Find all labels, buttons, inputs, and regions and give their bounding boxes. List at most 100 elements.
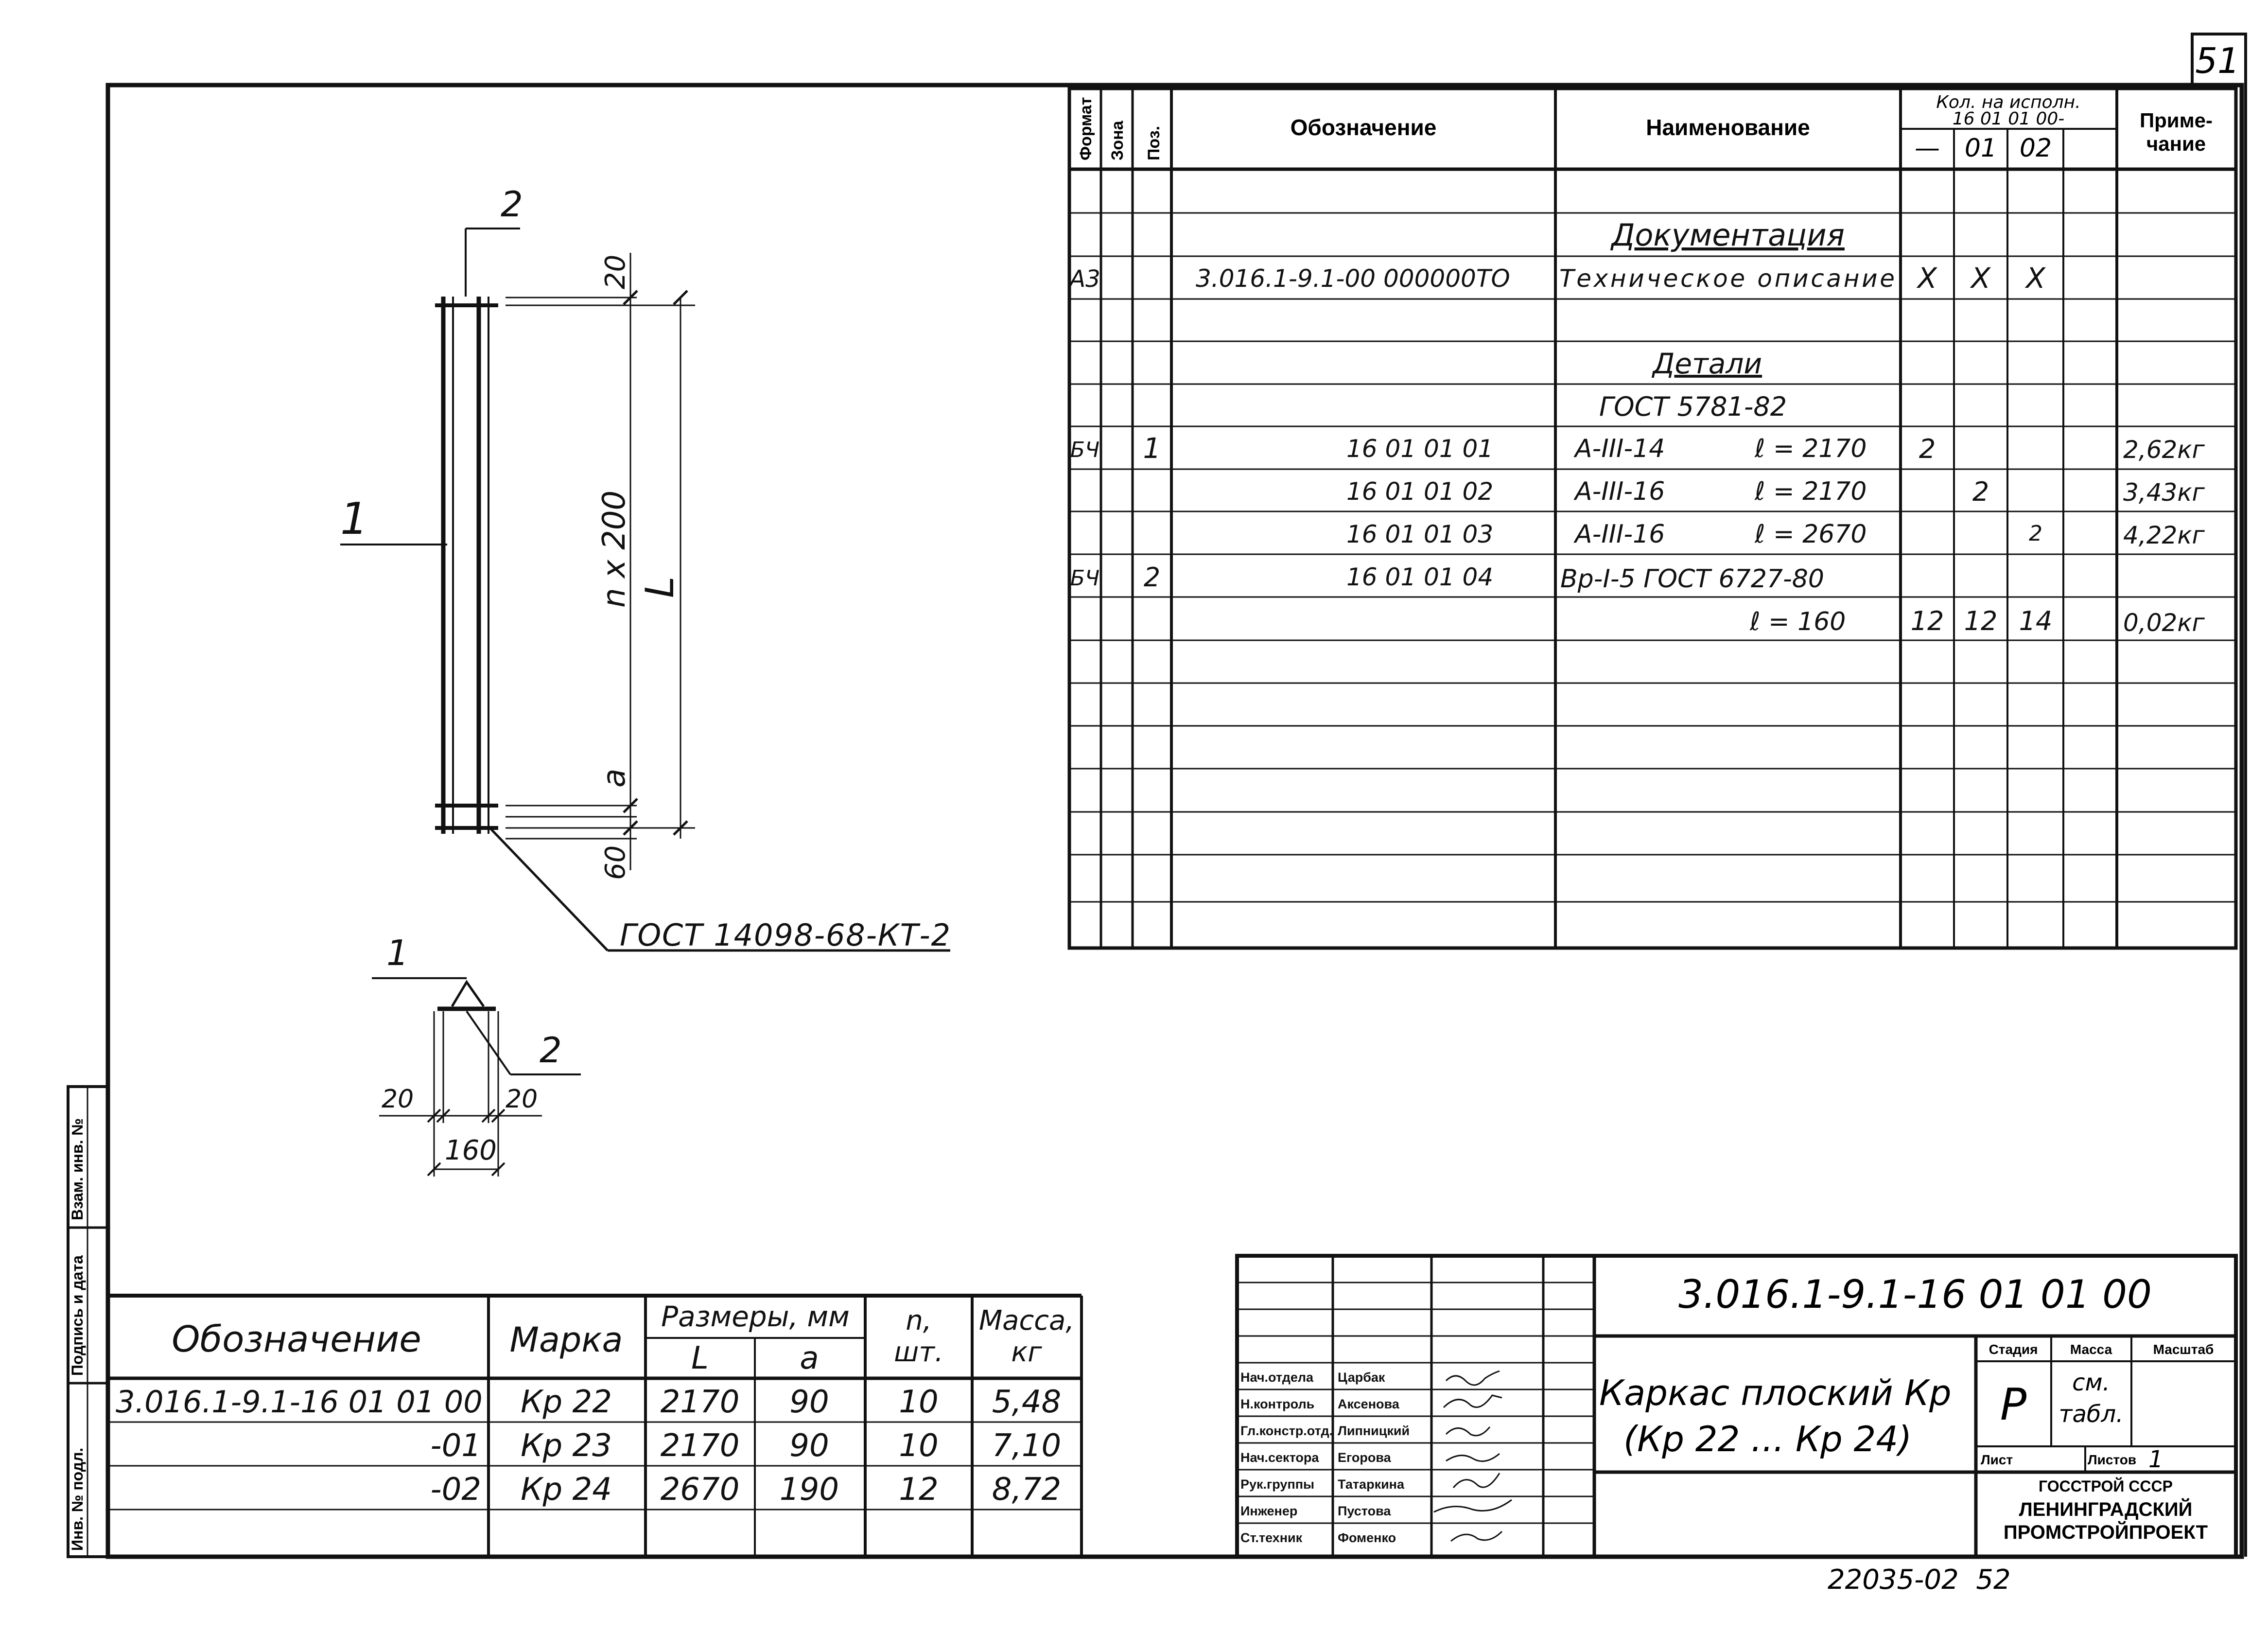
tb-sheets-header: Листов	[2088, 1452, 2136, 1467]
title-block	[1235, 1254, 2238, 1559]
spec-header-name: Наименование	[1646, 115, 1810, 140]
marks-r1-designation: -01	[430, 1428, 481, 1464]
spec-qty-col-1: 01	[1965, 134, 1997, 163]
marks-r1-mark: Кр 23	[521, 1428, 612, 1464]
tb-name-4: Татаркина	[1338, 1477, 1405, 1492]
marks-r2-a: 190	[780, 1472, 839, 1508]
row4-format: БЧ	[1070, 566, 1099, 591]
spec-header-qty: Кол. на исполн.	[1936, 92, 2080, 112]
marks-h-a: a	[800, 1340, 819, 1376]
tb-sheet-header: Лист	[1981, 1452, 2013, 1467]
section-label-2: 2	[540, 1030, 562, 1071]
elevation-labels: 2 1 20 n x 200 L a 60 ГОСТ 14098-68-КТ-2	[340, 184, 950, 953]
doc-designation: 3.016.1-9.1-00 000000ТО	[1196, 264, 1510, 293]
row1-name: А-III-14	[1573, 434, 1665, 463]
tb-scale-header: Масштаб	[2153, 1342, 2214, 1357]
spec-header-note: Приме-чание	[2140, 109, 2213, 155]
cage-elevation	[340, 228, 950, 952]
doc-mark-0: X	[1916, 262, 1937, 295]
cage-section	[372, 977, 581, 1177]
row1-format: БЧ	[1070, 438, 1099, 462]
section-label-1: 1	[386, 932, 409, 973]
tb-org-3: ПРОМСТРОЙПРОЕКТ	[2004, 1521, 2208, 1543]
stamp-replaced-inv: Взам. инв. №	[69, 1118, 86, 1220]
marks-r1-L: 2170	[661, 1428, 740, 1464]
row4-designation: 16 01 01 04	[1346, 563, 1493, 591]
dim-bottom-60: 60	[600, 845, 631, 880]
spec-header-format: Формат	[1077, 97, 1095, 160]
row4-length: ℓ = 160	[1749, 607, 1846, 636]
tb-mass: см.табл.	[2059, 1369, 2124, 1428]
tb-role-1: Н.контроль	[1240, 1397, 1314, 1411]
title-block-people: Нач.отдела Царбак Н.контроль Аксенова Гл…	[1240, 1370, 1410, 1545]
row4-note: 0,02кг	[2123, 609, 2205, 637]
row3-designation: 16 01 01 03	[1346, 520, 1493, 548]
marks-r0-a: 90	[789, 1384, 829, 1420]
doc-mark-2: X	[2024, 262, 2046, 295]
label-bar-2: 2	[501, 184, 523, 225]
marks-r1-n: 10	[899, 1428, 938, 1464]
row3-length: ℓ = 2670	[1754, 520, 1867, 549]
spec-header-pos: Поз.	[1145, 126, 1163, 160]
doc-name: Техническое описание	[1559, 264, 1895, 293]
marks-r2-n: 12	[899, 1472, 938, 1508]
marks-r0-n: 10	[899, 1384, 938, 1420]
row1-note: 2,62кг	[2123, 436, 2205, 464]
marks-r1-mass: 7,10	[992, 1428, 1062, 1464]
marks-r1-a: 90	[789, 1428, 829, 1464]
marks-r0-mass: 5,48	[992, 1384, 1062, 1420]
tb-name-2: Липницкий	[1338, 1424, 1410, 1438]
spec-header-qty-code: 16 01 01 00-	[1953, 109, 2065, 129]
row2-name: А-III-16	[1573, 477, 1665, 506]
tb-role-5: Инженер	[1240, 1504, 1297, 1518]
spec-qty-col-0: —	[1915, 134, 1940, 163]
row2-designation: 16 01 01 02	[1346, 477, 1493, 506]
marks-r0-designation: 3.016.1-9.1-16 01 01 00	[116, 1384, 483, 1420]
footer-code: 22035-02 52	[1828, 1564, 2010, 1596]
marks-h-designation: Обозначение	[172, 1318, 421, 1360]
marks-h-mark: Марка	[510, 1320, 623, 1360]
marks-r2-mass: 8,72	[992, 1472, 1062, 1508]
tb-name-0: Царбак	[1338, 1370, 1385, 1385]
tb-doc-number: 3.016.1-9.1-16 01 01 00	[1678, 1272, 2152, 1317]
row3-qty: 2	[2029, 521, 2042, 546]
dim-top-20: 20	[600, 255, 631, 289]
marks-r0-mark: Кр 22	[521, 1384, 612, 1420]
dim-a: a	[596, 769, 632, 788]
marks-r2-designation: -02	[430, 1472, 481, 1508]
marks-r2-L: 2670	[661, 1472, 740, 1508]
row4-name: Вр-I-5 ГОСТ 6727-80	[1560, 564, 1824, 594]
row1-length: ℓ = 2170	[1754, 434, 1867, 463]
row2-note: 3,43кг	[2123, 478, 2205, 507]
details-section-title: Детали	[1651, 347, 1762, 380]
row1-designation: 16 01 01 01	[1346, 435, 1493, 463]
tb-role-2: Гл.констр.отд.	[1240, 1424, 1333, 1438]
row4-qty-1: 12	[1964, 606, 1998, 636]
spec-header-designation: Обозначение	[1291, 115, 1437, 140]
tb-name-3: Егорова	[1338, 1450, 1392, 1465]
tb-title: Каркас плоский Кр(Кр 22 ... Кр 24)	[1599, 1372, 1952, 1459]
tb-stage-header: Стадия	[1989, 1342, 2038, 1357]
doc-section-title: Документация	[1610, 217, 1845, 253]
tb-org-2: ЛЕНИНГРАДСКИЙ	[2019, 1498, 2193, 1520]
marks-h-mass: Масса,кг	[979, 1305, 1074, 1368]
dim-n-x-200: n x 200	[596, 491, 632, 608]
dim-L: L	[637, 576, 682, 598]
stamp-inv-original: Инв. № подл.	[69, 1448, 86, 1551]
marks-h-L: L	[691, 1340, 709, 1376]
row2-qty: 2	[1972, 476, 1989, 507]
row4-qty-0: 12	[1911, 606, 1944, 636]
tb-name-6: Фоменко	[1338, 1530, 1396, 1545]
spec-header-zone: Зона	[1108, 120, 1127, 160]
spec-body: Документация А3 3.016.1-9.1-00 000000ТО …	[1068, 217, 2205, 637]
tb-role-6: Ст.техник	[1240, 1530, 1303, 1545]
section-dim-right: 20	[506, 1085, 538, 1114]
section-dim-width: 160	[445, 1135, 497, 1166]
tb-role-3: Нач.сектора	[1240, 1450, 1319, 1465]
stamp-signature-date: Подпись и дата	[69, 1255, 86, 1376]
tb-org-1: ГОССТРОЙ СССР	[2039, 1477, 2173, 1495]
marks-table	[108, 1294, 1083, 1557]
tb-role-4: Рук.группы	[1240, 1477, 1314, 1492]
marks-table-text: Обозначение Марка Размеры, мм L a n,шт. …	[116, 1300, 1074, 1508]
specification-table	[1067, 87, 2238, 950]
